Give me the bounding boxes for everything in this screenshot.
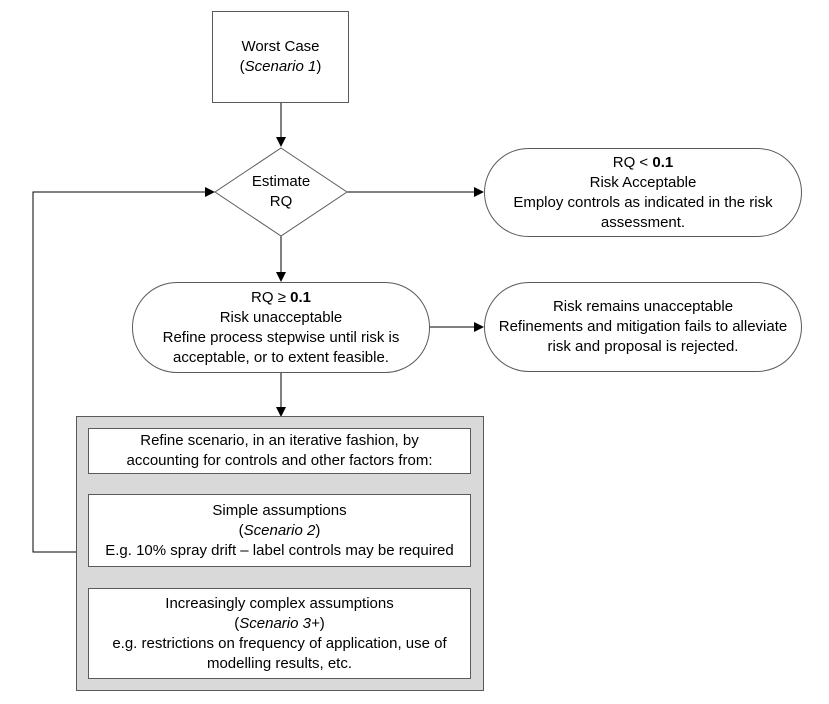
rq-greater-equal: RQ ≥ 0.1	[251, 288, 311, 306]
arrow-feedback-loop	[32, 187, 215, 553]
risk-unacceptable-box: RQ ≥ 0.1 Risk unacceptable Refine proces…	[132, 282, 430, 373]
estimate-rq-diamond	[214, 147, 348, 237]
risk-acceptable-box: RQ < 0.1 Risk Acceptable Employ controls…	[484, 148, 802, 237]
simple-assumptions-box: Simple assumptions (Scenario 2) E.g. 10%…	[88, 494, 471, 567]
refine-scenario-box: Refine scenario, in an iterative fashion…	[88, 428, 471, 474]
simple-scenario: (Scenario 2)	[238, 521, 321, 539]
worst-case-scenario: (Scenario 1)	[239, 58, 322, 75]
complex-scenario: (Scenario 3+)	[234, 614, 325, 632]
risk-rejected-box: Risk remains unacceptable Refinements an…	[484, 282, 802, 372]
worst-case-box: Worst Case (Scenario 1)	[212, 11, 349, 103]
complex-assumptions-box: Increasingly complex assumptions (Scenar…	[88, 588, 471, 679]
rq-less-than: RQ < 0.1	[612, 153, 674, 171]
worst-case-title: Worst Case	[241, 38, 320, 55]
estimate-rq-label: Estimate RQ	[251, 173, 311, 210]
